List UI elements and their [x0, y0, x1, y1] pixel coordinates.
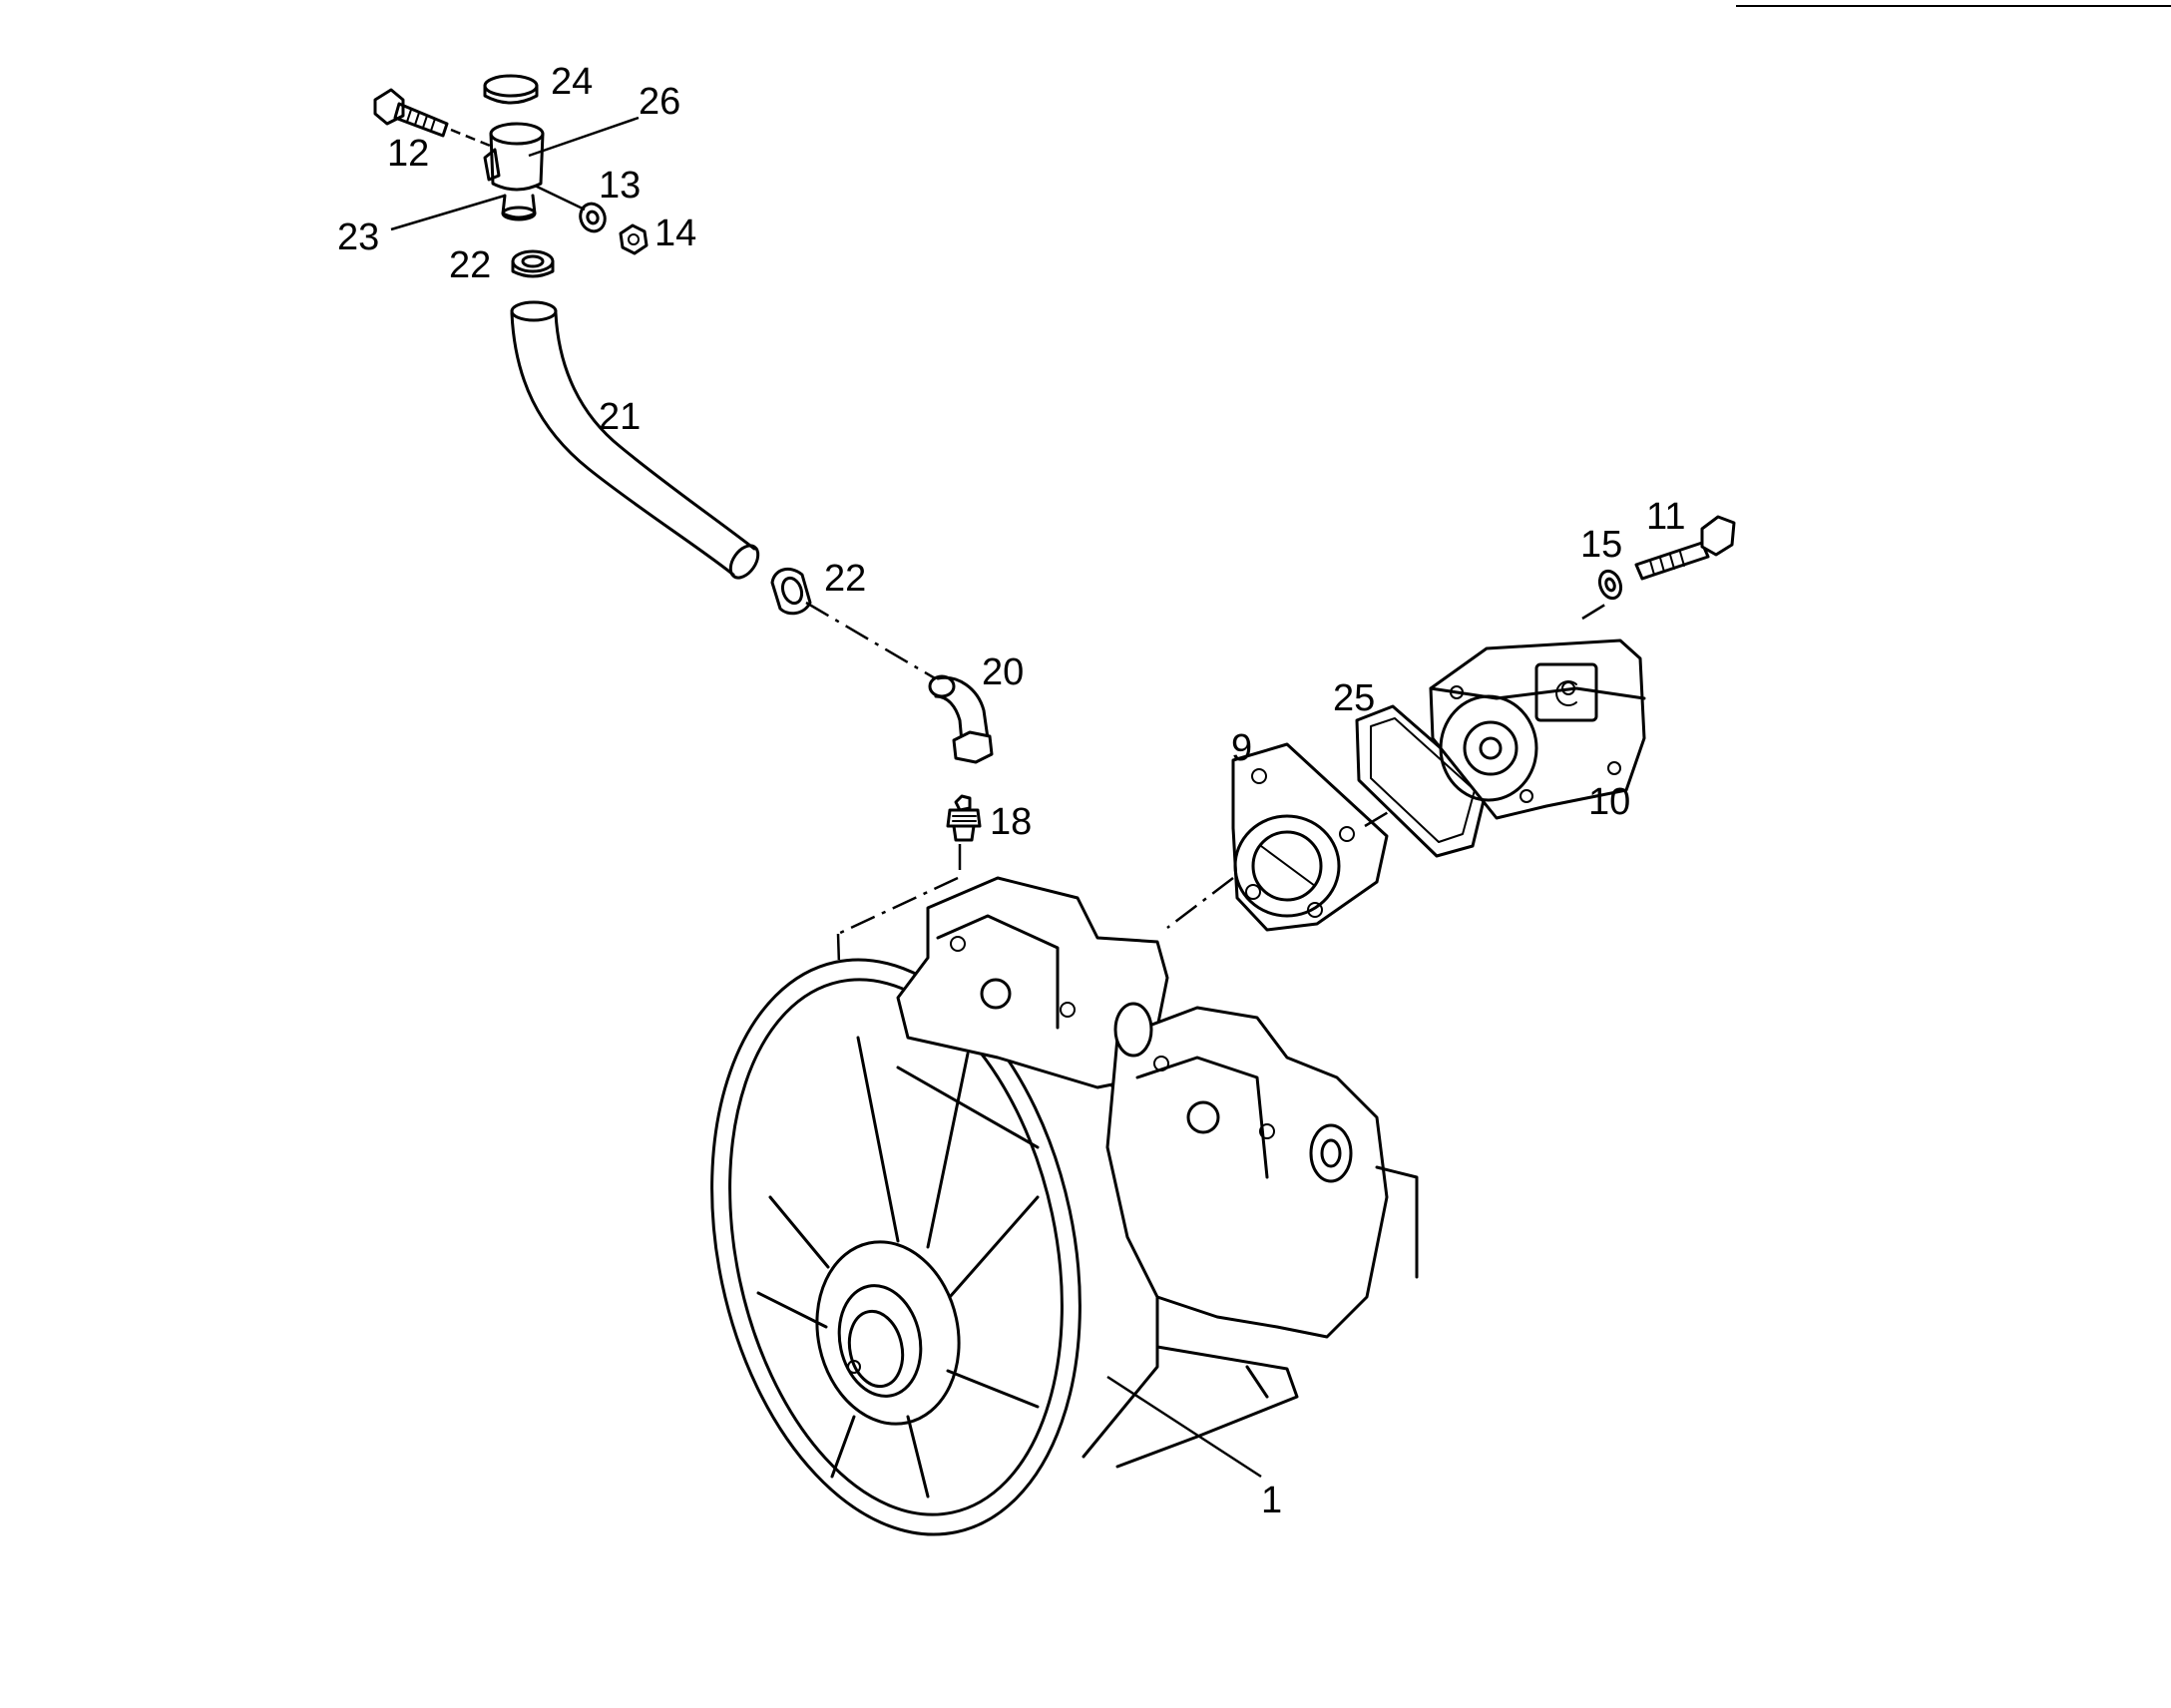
callout-22-lower: 22: [824, 558, 866, 600]
part-13-washer: [579, 202, 607, 233]
leader-dash-22-20: [805, 601, 943, 684]
leader-dash-18-body: [837, 876, 959, 936]
callout-25: 25: [1333, 677, 1375, 719]
callout-11: 11: [1646, 496, 1685, 538]
part-24-cap: [483, 74, 539, 105]
callout-15: 15: [1580, 524, 1622, 566]
callout-18: 18: [990, 801, 1032, 843]
leader-1: [1106, 1375, 1262, 1479]
part-22-clamp-upper: [511, 249, 555, 278]
callout-26: 26: [639, 81, 680, 123]
leader-dash-9-body: [1166, 877, 1234, 929]
part-25-gasket: [1355, 704, 1489, 858]
part-15-washer: [1597, 569, 1623, 601]
part-10-gear-pump: [1429, 639, 1646, 820]
part-21-hose: [510, 300, 760, 580]
part-14-nut: [619, 223, 649, 255]
callout-23: 23: [337, 216, 379, 258]
part-12-bolt: [373, 88, 496, 150]
part-9-flange: [1231, 742, 1389, 932]
leader-26: [528, 116, 640, 158]
callout-21: 21: [599, 396, 641, 438]
leader-13: [534, 184, 586, 212]
leader-dash-10-15: [1581, 601, 1609, 621]
callout-20: 20: [982, 651, 1024, 693]
callout-10: 10: [1588, 781, 1630, 823]
callout-24: 24: [551, 61, 593, 103]
part-20-elbow: [928, 674, 994, 764]
part-26-filler-neck: [483, 122, 545, 221]
callout-22-upper: 22: [449, 244, 491, 286]
callout-13: 13: [599, 165, 641, 207]
part-11-bolt: [1634, 515, 1736, 581]
part-18-fitting: [946, 794, 982, 842]
part-22-clamp-lower: [770, 567, 812, 616]
part-1-main-pump: [710, 876, 1419, 1536]
leader-23: [390, 194, 506, 231]
callout-9: 9: [1231, 727, 1252, 769]
callout-1: 1: [1261, 1480, 1282, 1521]
callout-12: 12: [387, 133, 429, 175]
callout-14: 14: [654, 213, 696, 254]
